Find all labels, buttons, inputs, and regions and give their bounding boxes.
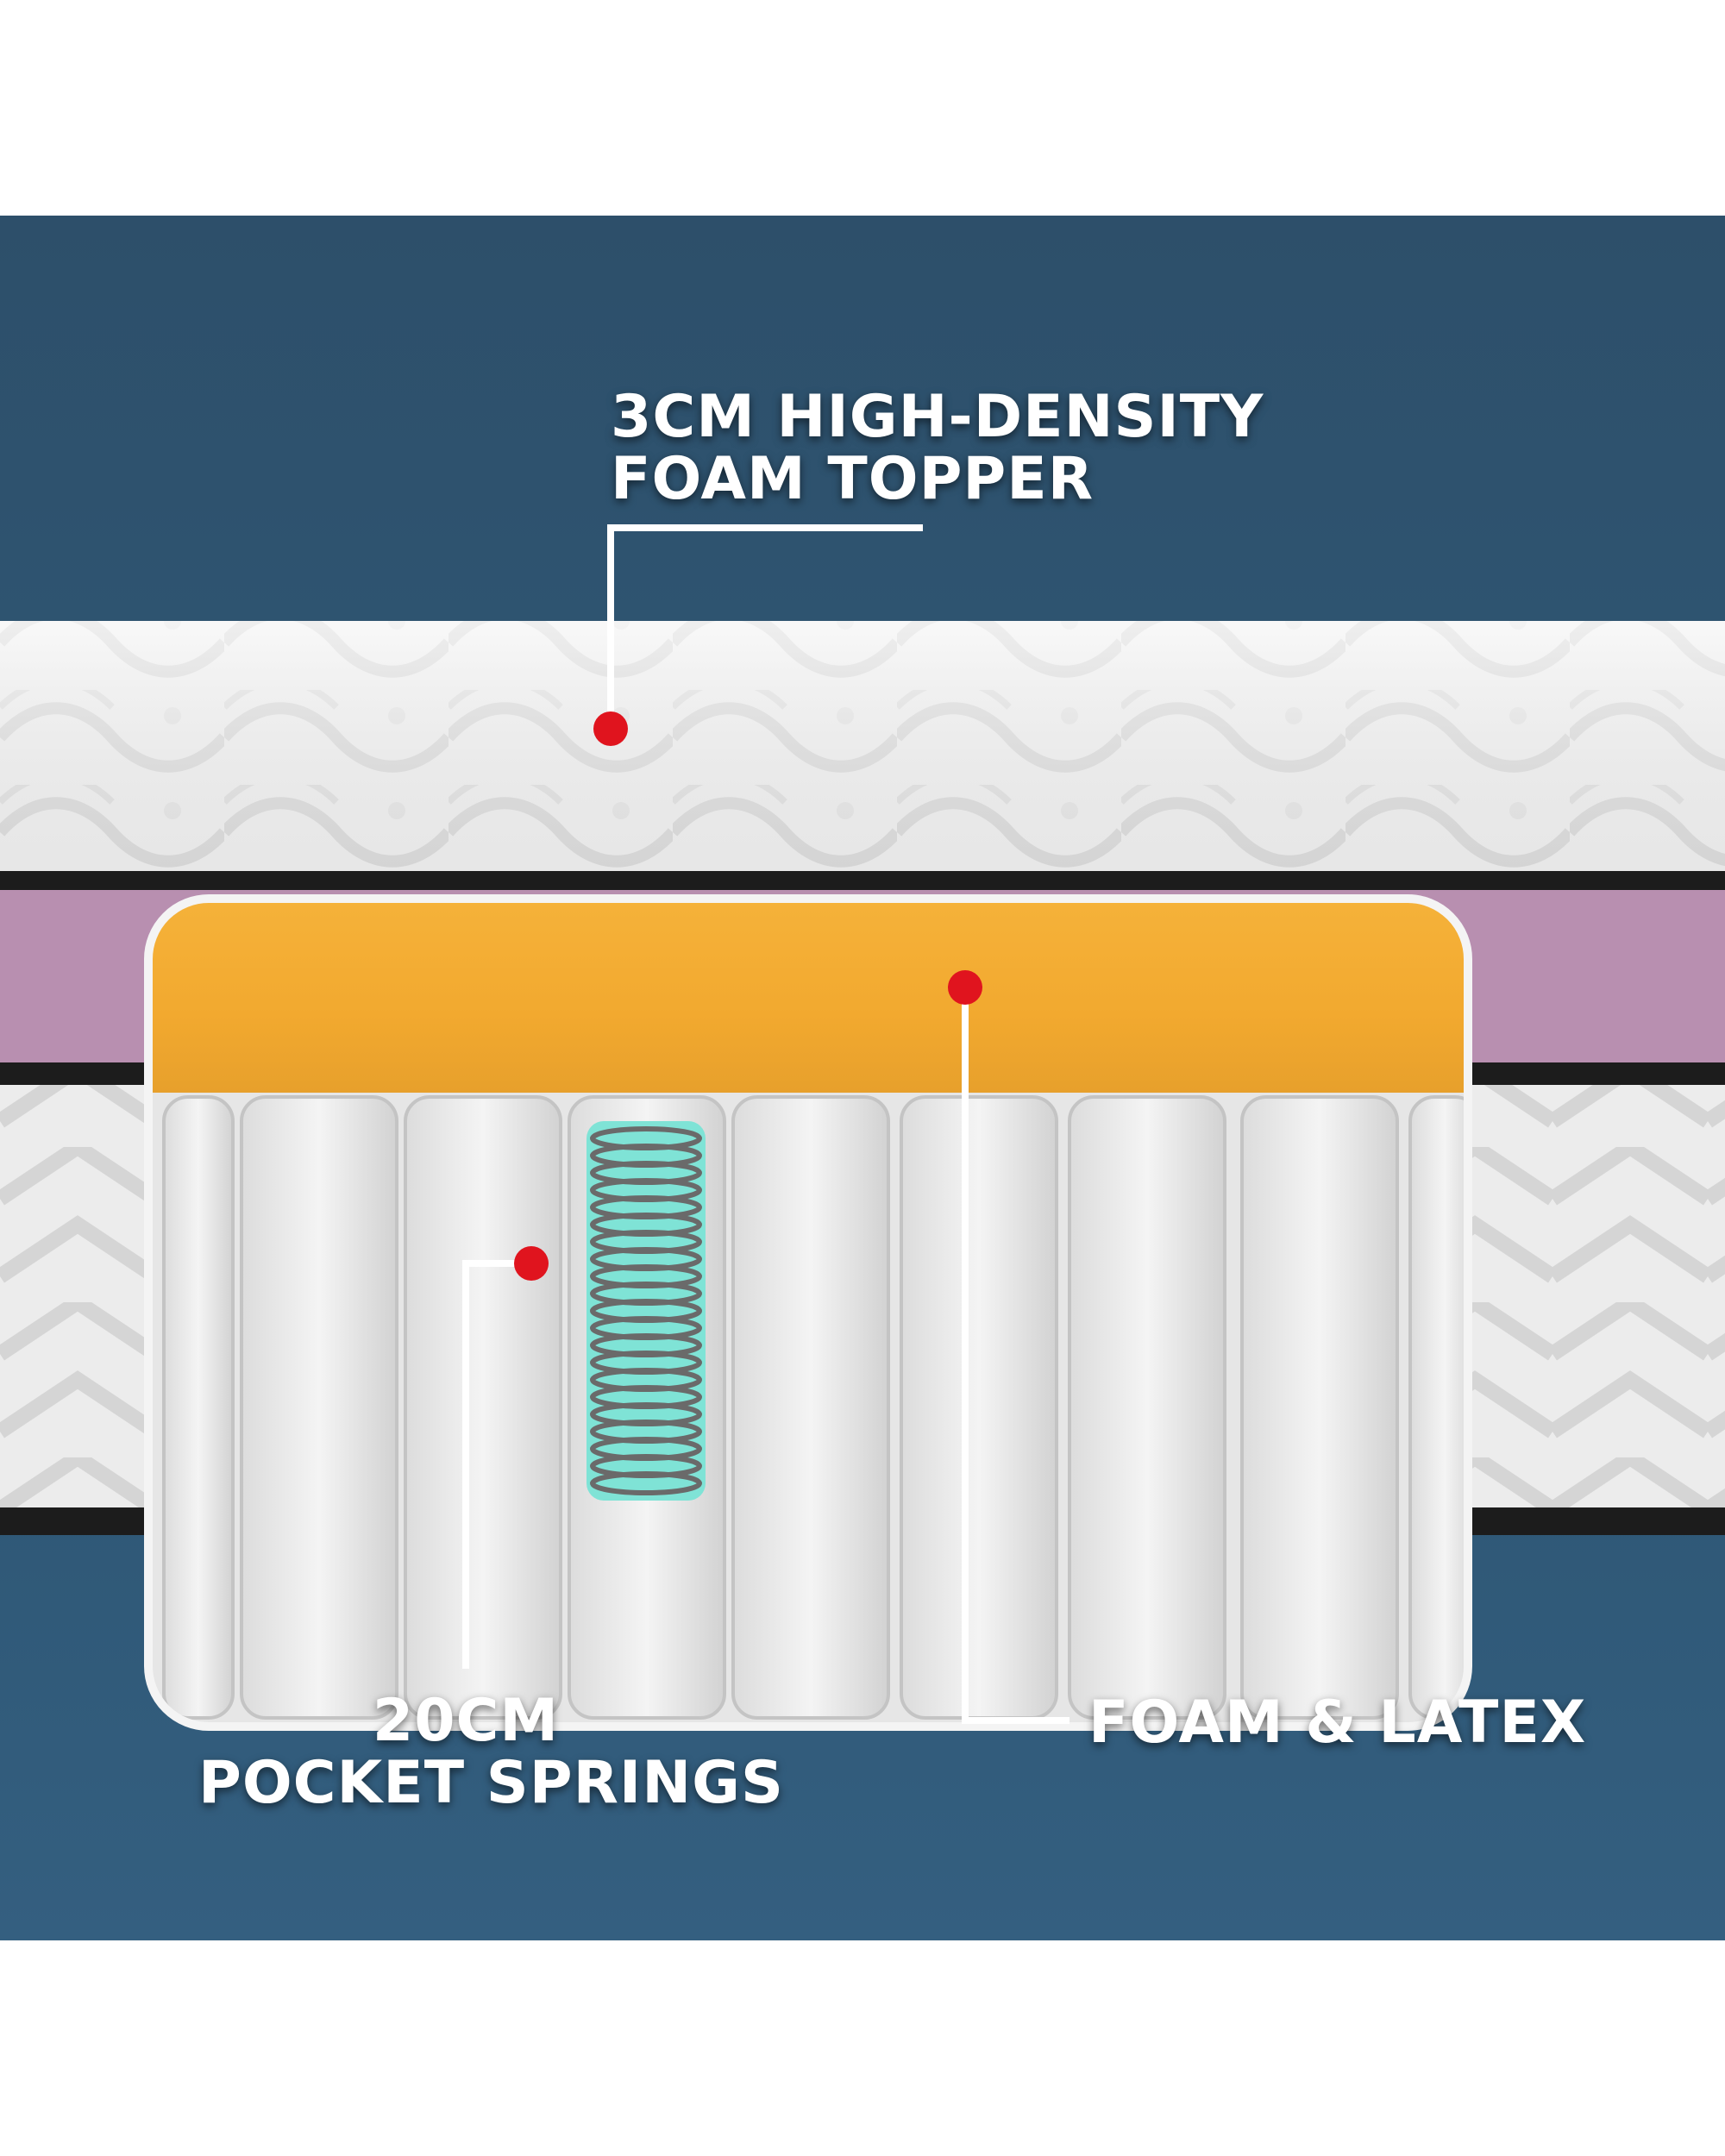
pocket-coil: [1240, 1095, 1399, 1720]
topper-label: 3CM HIGH-DENSITY FOAM TOPPER: [611, 386, 1264, 511]
topper-marker-dot: [593, 711, 628, 746]
pocket-coil: [404, 1095, 562, 1720]
foam-marker-dot: [948, 970, 982, 1005]
springs-label-line1: 20CM: [372, 1687, 560, 1755]
pocket-coil: [162, 1095, 235, 1720]
pocket-coil: [731, 1095, 890, 1720]
foam-leader-line: [962, 987, 1070, 1724]
topper-label-line2: FOAM TOPPER: [611, 445, 1095, 513]
spring-coil-loop: [590, 1471, 702, 1495]
cutaway-window: [144, 894, 1472, 1731]
foam-topper-layer: [0, 621, 1725, 871]
springs-label-line2: POCKET SPRINGS: [198, 1749, 784, 1817]
topper-label-line1: 3CM HIGH-DENSITY: [611, 383, 1264, 451]
diagram-panel: 3CM HIGH-DENSITY FOAM TOPPER 20CM POCKET…: [0, 216, 1725, 1940]
mattress-cross-section: [0, 524, 1725, 1731]
foam-label-line1: FOAM & LATEX: [1088, 1689, 1587, 1757]
springs-label: 20CM POCKET SPRINGS: [198, 1687, 784, 1817]
topper-leader-line: [607, 524, 923, 724]
springs-leader-line: [462, 1260, 535, 1669]
pocket-springs-layer: [148, 1093, 1468, 1727]
spring-icon: [586, 1121, 706, 1501]
springs-marker-dot: [514, 1246, 549, 1281]
pocket-coil: [1068, 1095, 1226, 1720]
pocket-coil: [900, 1095, 1058, 1720]
foam-latex-layer: [148, 899, 1468, 1093]
pocket-coil: [240, 1095, 398, 1720]
foam-label: FOAM & LATEX: [1088, 1692, 1586, 1754]
